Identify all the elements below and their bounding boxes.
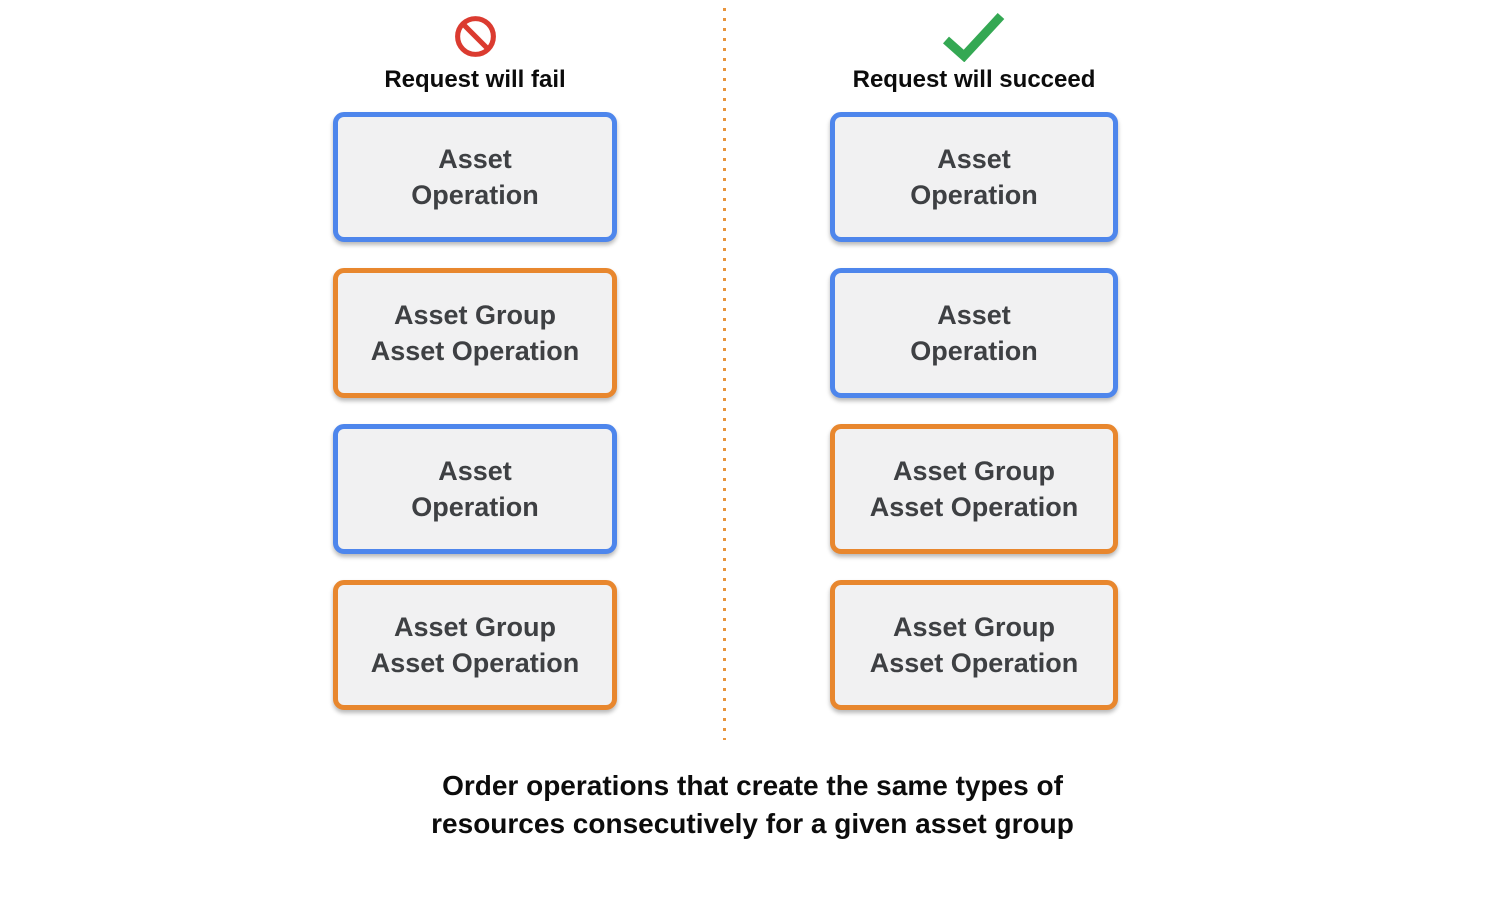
operation-box: Asset Operation [830, 112, 1118, 242]
box-label-line: Operation [411, 492, 539, 522]
box-label-line: Operation [910, 336, 1038, 366]
box-label-line: Asset Group [393, 299, 557, 330]
prohibition-icon [333, 8, 617, 64]
operation-box: Asset Operation [333, 112, 617, 242]
operation-box: Asset Group Asset Operation [333, 580, 617, 710]
box-label-line: Asset [438, 455, 512, 486]
box-label: Asset Operation [411, 141, 539, 214]
box-label-line: Asset Operation [869, 492, 1079, 522]
box-label-line: Operation [910, 180, 1038, 210]
operation-box: Asset Operation [830, 268, 1118, 398]
box-label: Asset Group Asset Operation [371, 297, 580, 370]
caption: Order operations that create the same ty… [0, 767, 1505, 843]
column-succeed: Request will succeed Asset Operation Ass… [830, 8, 1118, 736]
box-label: Asset Group Asset Operation [870, 609, 1079, 682]
column-header-succeed: Request will succeed [852, 66, 1096, 93]
box-label: Asset Group Asset Operation [870, 453, 1079, 526]
box-label-line: Operation [411, 180, 539, 210]
box-label: Asset Operation [910, 141, 1038, 214]
box-label-line: Asset [438, 143, 512, 174]
box-label-line: Asset Group [393, 611, 557, 642]
box-label: Asset Group Asset Operation [371, 609, 580, 682]
operation-box: Asset Group Asset Operation [333, 268, 617, 398]
box-label-line: Asset Operation [370, 336, 580, 366]
dotted-divider [723, 8, 726, 740]
operation-box: Asset Operation [333, 424, 617, 554]
box-label-line: Asset Group [892, 455, 1056, 486]
box-label: Asset Operation [910, 297, 1038, 370]
operation-box: Asset Group Asset Operation [830, 580, 1118, 710]
box-label-line: Asset [937, 143, 1011, 174]
box-label-line: Asset Operation [370, 648, 580, 678]
check-icon [830, 8, 1118, 64]
column-header-fail: Request will fail [384, 66, 566, 93]
box-label-line: Asset Group [892, 611, 1056, 642]
caption-line: Order operations that create the same ty… [442, 770, 1063, 801]
column-fail: Request will fail Asset Operation Asset … [333, 8, 617, 736]
operation-box: Asset Group Asset Operation [830, 424, 1118, 554]
caption-line: resources consecutively for a given asse… [431, 808, 1074, 840]
box-label: Asset Operation [411, 453, 539, 526]
box-label-line: Asset [937, 299, 1011, 330]
box-label-line: Asset Operation [869, 648, 1079, 678]
